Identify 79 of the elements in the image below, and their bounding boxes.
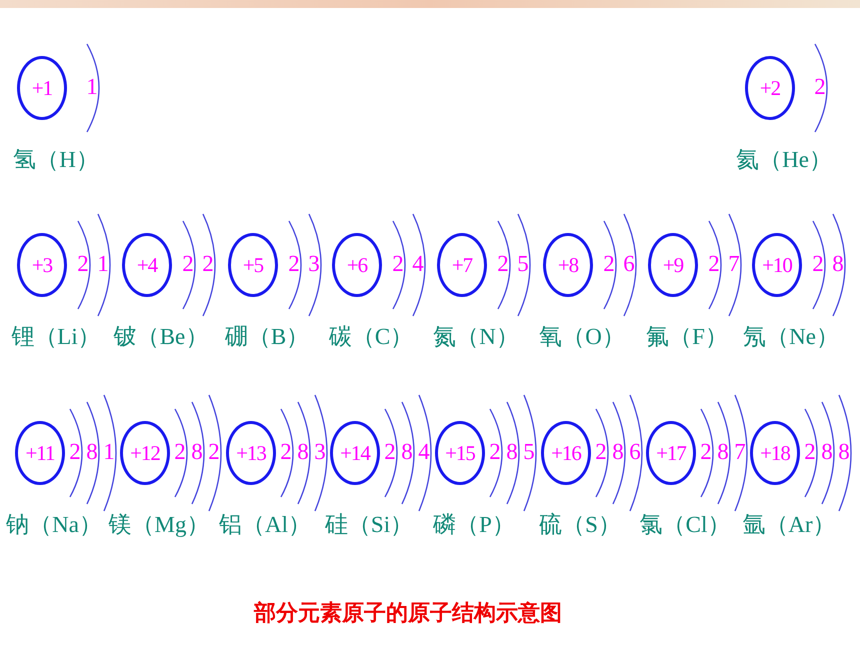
electron-count: 2 [207,439,221,465]
element-name: 氩（Ar） [742,511,836,539]
electron-count: 2 [76,251,90,277]
electron-count: 4 [417,439,431,465]
electron-count: 3 [313,439,327,465]
nucleus-circle: +14 [330,421,380,485]
electron-count: 2 [594,439,608,465]
nucleus-circle: +15 [435,421,485,485]
element-name: 氟（F） [646,323,728,351]
electron-count: 2 [181,251,195,277]
electron-count: 2 [488,439,502,465]
element-name: 氢（H） [13,146,99,174]
electron-count: 8 [820,439,834,465]
electron-count: 8 [505,439,519,465]
electron-count: 8 [837,439,851,465]
electron-count: 8 [400,439,414,465]
electron-count: 2 [699,439,713,465]
element-name: 硅（Si） [324,511,414,539]
nucleus-circle: +6 [332,233,382,297]
nucleus-circle: +5 [228,233,278,297]
element-name: 铍（Be） [114,323,208,351]
element-name: 锂（Li） [11,323,101,351]
element-name: 氦（He） [736,146,832,174]
electron-count: 7 [727,251,741,277]
element-name: 镁（Mg） [108,511,210,539]
nucleus-circle: +16 [541,421,591,485]
nucleus-circle: +11 [15,421,65,485]
electron-count: 8 [611,439,625,465]
electron-count: 6 [628,439,642,465]
element-name: 碳（C） [328,323,414,351]
electron-count: 2 [707,251,721,277]
nucleus-circle: +2 [745,56,795,120]
electron-count: 2 [279,439,293,465]
electron-count: 6 [622,251,636,277]
nucleus-circle: +10 [752,233,802,297]
element-name: 氯（Cl） [640,511,730,539]
electron-count: 5 [516,251,530,277]
electron-count: 2 [811,251,825,277]
electron-count: 4 [411,251,425,277]
electron-count: 2 [813,74,827,100]
electron-count: 2 [496,251,510,277]
caption: 部分元素原子的原子结构示意图 [252,600,563,628]
electron-count: 8 [85,439,99,465]
element-name: 氮（N） [433,323,519,351]
nucleus-circle: +13 [226,421,276,485]
electron-count: 2 [383,439,397,465]
electron-count: 3 [307,251,321,277]
nucleus-circle: +9 [648,233,698,297]
electron-count: 2 [391,251,405,277]
nucleus-circle: +8 [543,233,593,297]
nucleus-circle: +3 [17,233,67,297]
electron-count: 1 [102,439,116,465]
electron-count: 7 [733,439,747,465]
electron-count: 2 [68,439,82,465]
element-name: 铝（Al） [219,511,311,539]
electron-count: 2 [803,439,817,465]
electron-count: 8 [190,439,204,465]
electron-count: 8 [716,439,730,465]
electron-count: 2 [201,251,215,277]
element-name: 硼（B） [224,323,310,351]
nucleus-circle: +1 [17,56,67,120]
element-name: 硫（S） [539,511,621,539]
element-name: 氧（O） [539,323,625,351]
electron-count: 8 [831,251,845,277]
electron-count: 2 [287,251,301,277]
element-name: 钠（Na） [6,511,102,539]
element-name: 氖（Ne） [743,323,839,351]
nucleus-circle: +7 [437,233,487,297]
electron-count: 1 [96,251,110,277]
nucleus-circle: +17 [646,421,696,485]
element-name: 磷（P） [433,511,515,539]
electron-count: 8 [296,439,310,465]
nucleus-circle: +12 [120,421,170,485]
electron-count: 2 [602,251,616,277]
nucleus-circle: +18 [750,421,800,485]
electron-count: 1 [85,74,99,100]
electron-count: 5 [522,439,536,465]
electron-count: 2 [173,439,187,465]
nucleus-circle: +4 [122,233,172,297]
